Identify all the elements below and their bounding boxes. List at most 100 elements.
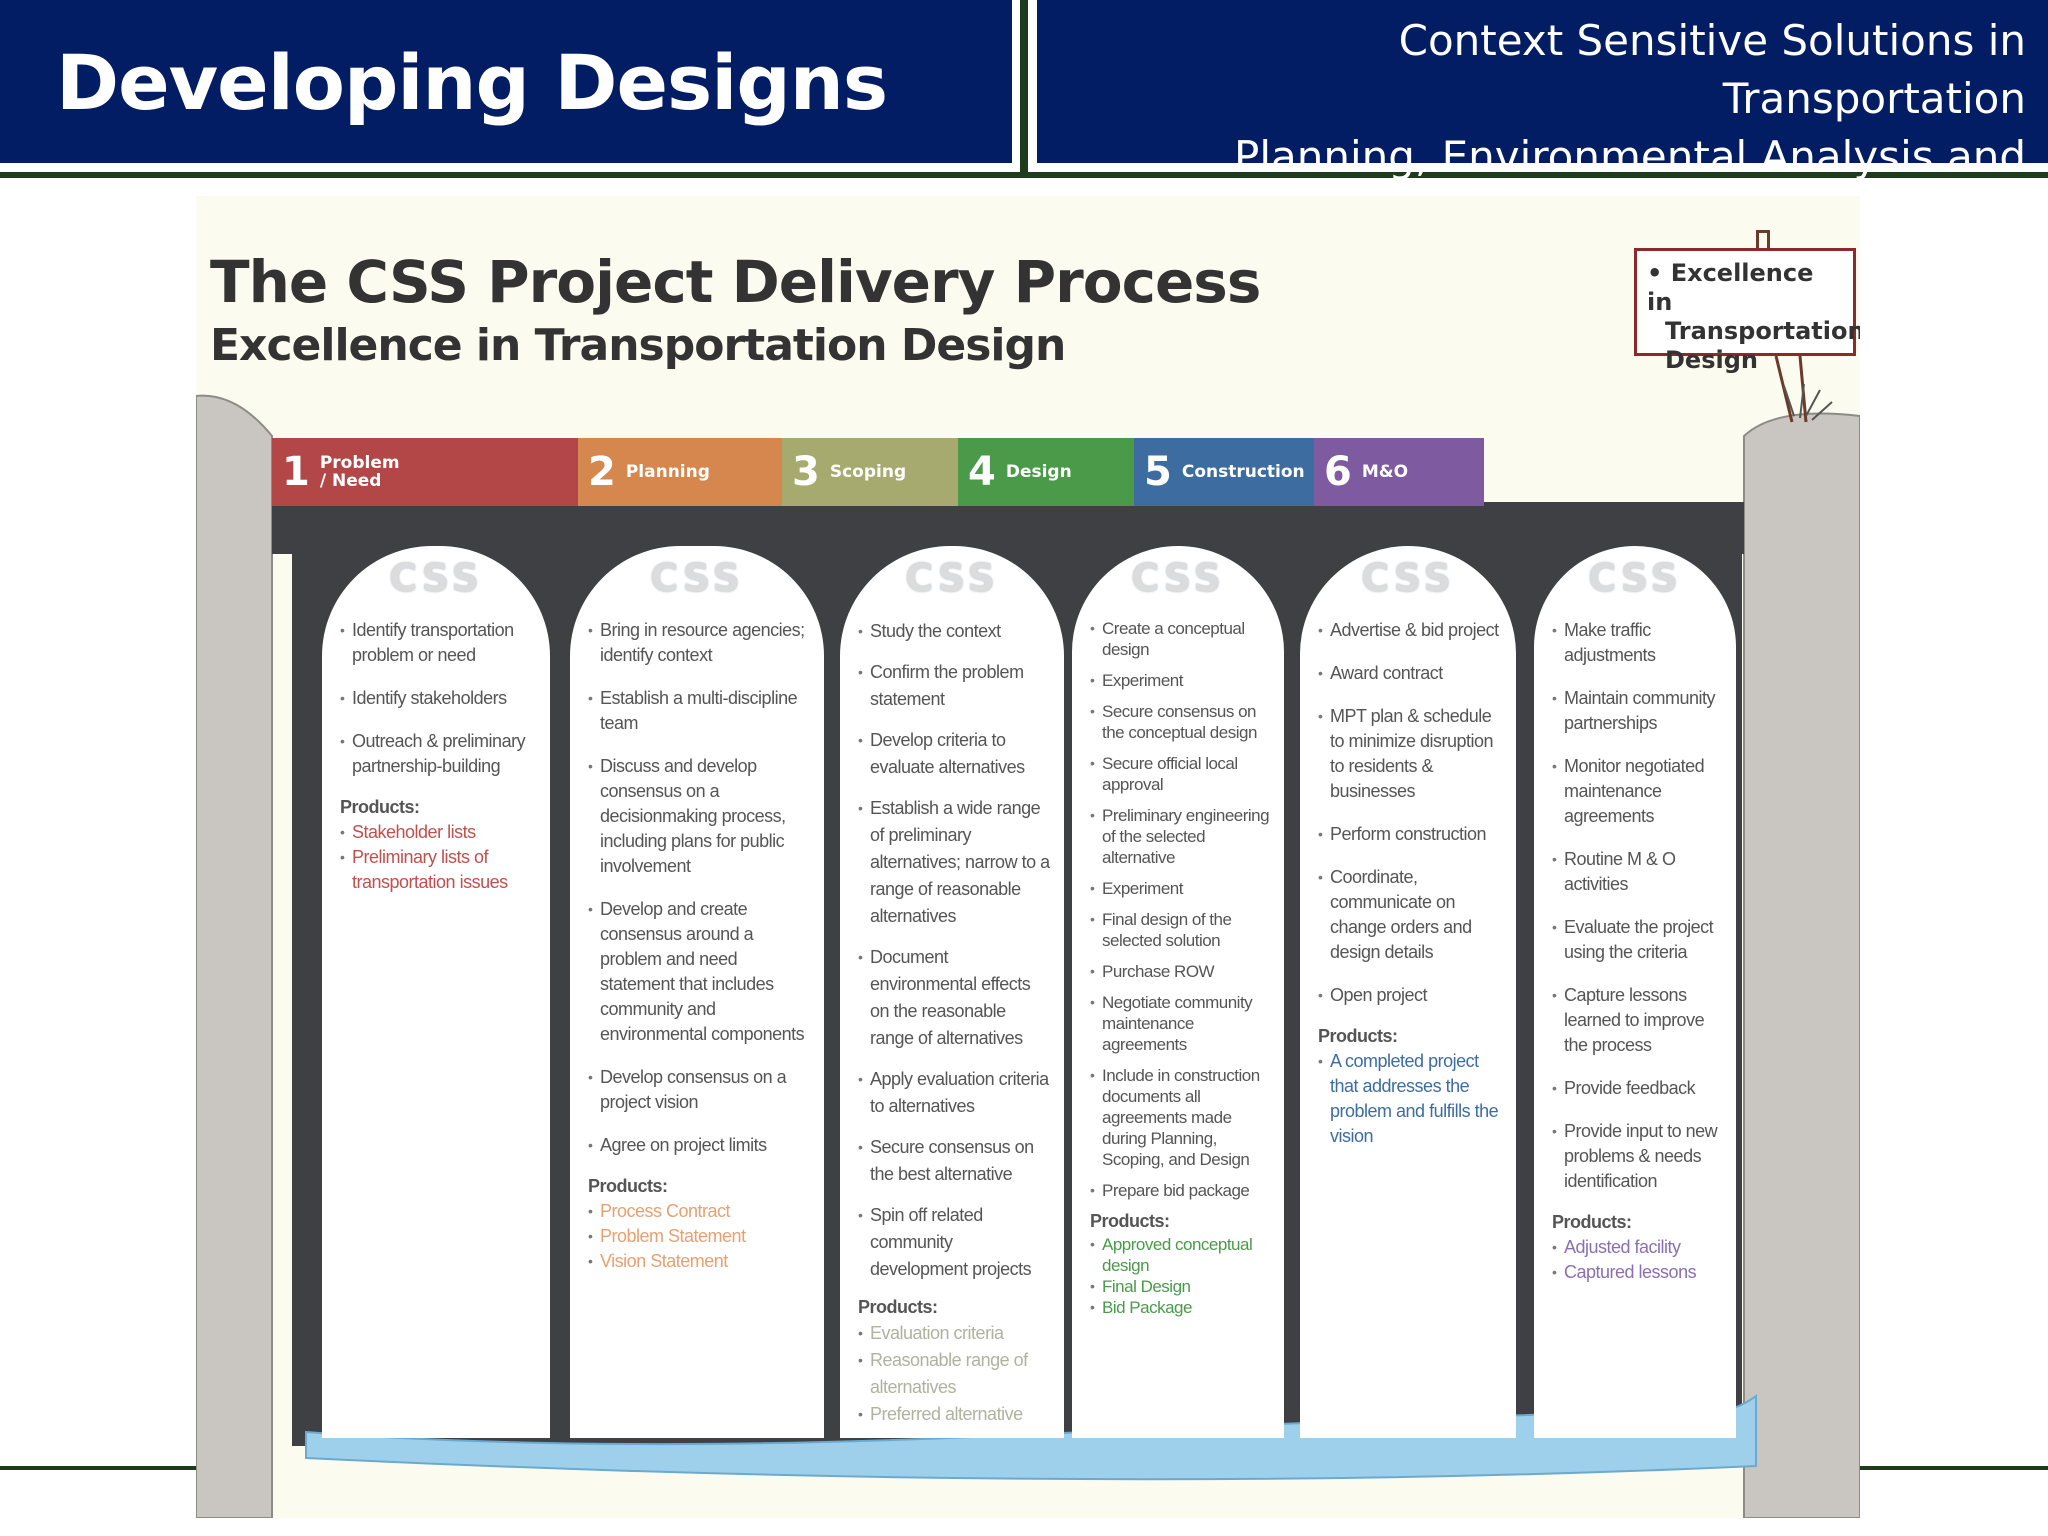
task-item: Provide feedback	[1552, 1076, 1722, 1101]
figure-title: The CSS Project Delivery Process	[210, 248, 1261, 316]
css-watermark: CSS	[1588, 556, 1682, 600]
right-cliff	[1743, 412, 1860, 1518]
process-figure: The CSS Project Delivery Process Excelle…	[196, 196, 1860, 1518]
task-list: Create a conceptual designExperimentSecu…	[1090, 618, 1270, 1201]
task-item: Agree on project limits	[588, 1133, 810, 1158]
task-item: Evaluate the project using the criteria	[1552, 915, 1722, 965]
subtitle-line-2: Planning, Environmental Analysis and Des…	[1234, 132, 2026, 239]
task-item: Include in construction documents all ag…	[1090, 1065, 1270, 1170]
task-item: Negotiate community maintenance agreemen…	[1090, 992, 1270, 1055]
product-item: Bid Package	[1090, 1297, 1270, 1318]
sign-post	[1756, 230, 1770, 250]
product-item: Process Contract	[588, 1199, 810, 1224]
task-item: MPT plan & schedule to minimize disrupti…	[1318, 704, 1502, 804]
task-item: Open project	[1318, 983, 1502, 1008]
products-heading: Products:	[1090, 1211, 1170, 1231]
subtitle-line-1: Context Sensitive Solutions in Transport…	[1398, 16, 2026, 123]
task-list: Study the contextConfirm the problem sta…	[858, 618, 1050, 1283]
task-item: Provide input to new problems & needs id…	[1552, 1119, 1722, 1194]
task-item: Secure consensus on the conceptual desig…	[1090, 701, 1270, 743]
css-watermark: CSS	[1131, 556, 1225, 600]
task-item: Identify transportation problem or need	[340, 618, 536, 668]
footer-rule-right	[1860, 1466, 2048, 1470]
task-item: Preliminary engineering of the selected …	[1090, 805, 1270, 868]
product-item: Adjusted facility	[1552, 1235, 1722, 1260]
task-item: Outreach & preliminary partnership-build…	[340, 729, 536, 779]
task-list: Identify transportation problem or needI…	[340, 618, 536, 779]
stage-label: Planning	[625, 462, 710, 482]
product-item: Preliminary lists of transportation issu…	[340, 845, 536, 895]
product-item: Approved conceptual design	[1090, 1234, 1270, 1276]
product-item: Reasonable range of alternatives	[858, 1347, 1050, 1401]
product-item: Final Design	[1090, 1276, 1270, 1297]
column-scoping: CSSStudy the contextConfirm the problem …	[840, 546, 1064, 1438]
sign-line-3: Design	[1665, 346, 1758, 374]
stage-number: 5	[1144, 449, 1172, 495]
task-item: Establish a wide range of preliminary al…	[858, 795, 1050, 930]
task-item: Discuss and develop consensus on a decis…	[588, 754, 810, 879]
column-construction: CSS Advertise & bid projectAward contract…	[1300, 546, 1516, 1438]
stage-number: 4	[968, 449, 996, 495]
products-heading: Products:	[858, 1297, 938, 1317]
task-item: Identify stakeholders	[340, 686, 536, 711]
column-planning: CSS Bring in resource agencies; identify …	[570, 546, 824, 1438]
product-item: Preferred alternative	[858, 1401, 1050, 1428]
task-item: Prepare bid package	[1090, 1180, 1270, 1201]
task-item: Create a conceptual design	[1090, 618, 1270, 660]
header-divider	[1020, 0, 1028, 178]
slide-subtitle: Context Sensitive Solutions in Transport…	[1086, 12, 2026, 244]
header-rule	[0, 172, 2048, 178]
products-list: Stakeholder listsPreliminary lists of tr…	[340, 820, 536, 895]
figure-subtitle: Excellence in Transportation Design	[210, 320, 1066, 371]
product-item: Evaluation criteria	[858, 1320, 1050, 1347]
css-watermark: CSS	[650, 556, 744, 600]
task-item: Experiment	[1090, 670, 1270, 691]
products-heading: Products:	[1552, 1212, 1632, 1232]
product-item: Problem Statement	[588, 1224, 810, 1249]
products-list: A completed project that addresses the p…	[1318, 1049, 1502, 1149]
sign-line-1: • Excellence in	[1647, 259, 1814, 316]
task-item: Confirm the problem statement	[858, 659, 1050, 713]
task-list: Advertise & bid projectAward contractMPT…	[1318, 618, 1502, 1008]
product-item: Captured lessons	[1552, 1260, 1722, 1285]
task-item: Final design of the selected solution	[1090, 909, 1270, 951]
css-watermark: CSS	[389, 556, 483, 600]
task-item: Routine M & O activities	[1552, 847, 1722, 897]
product-item: Vision Statement	[588, 1249, 810, 1274]
task-item: Experiment	[1090, 878, 1270, 899]
task-item: Develop and create consensus around a pr…	[588, 897, 810, 1047]
task-item: Spin off related community development p…	[858, 1202, 1050, 1283]
task-item: Monitor negotiated maintenance agreement…	[1552, 754, 1722, 829]
task-item: Secure consensus on the best alternative	[858, 1134, 1050, 1188]
css-watermark: CSS	[1361, 556, 1455, 600]
left-cliff	[196, 394, 273, 1518]
products-list: Evaluation criteriaReasonable range of a…	[858, 1320, 1050, 1428]
products-heading: Products:	[340, 797, 420, 817]
column-design: CSSCreate a conceptual designExperimentS…	[1072, 546, 1284, 1438]
task-item: Maintain community partnerships	[1552, 686, 1722, 736]
task-item: Coordinate, communicate on change orders…	[1318, 865, 1502, 965]
stage-5: 5 Construction	[1134, 438, 1314, 506]
task-list: Bring in resource agencies; identify con…	[588, 618, 810, 1158]
task-item: Advertise & bid project	[1318, 618, 1502, 643]
task-item: Bring in resource agencies; identify con…	[588, 618, 810, 668]
excellence-sign: • Excellence in Transportation Design	[1634, 248, 1860, 374]
products-list: Adjusted facilityCaptured lessons	[1552, 1235, 1722, 1285]
product-item: Stakeholder lists	[340, 820, 536, 845]
task-item: Establish a multi-discipline team	[588, 686, 810, 736]
task-item: Capture lessons learned to improve the p…	[1552, 983, 1722, 1058]
stage-label: Construction	[1181, 462, 1305, 482]
task-item: Study the context	[858, 618, 1050, 645]
footer-rule-left	[0, 1466, 196, 1470]
task-item: Purchase ROW	[1090, 961, 1270, 982]
task-item: Develop consensus on a project vision	[588, 1065, 810, 1115]
stage-number: 3	[792, 449, 820, 495]
products-heading: Products:	[588, 1176, 668, 1196]
task-item: Make traffic adjustments	[1552, 618, 1722, 668]
